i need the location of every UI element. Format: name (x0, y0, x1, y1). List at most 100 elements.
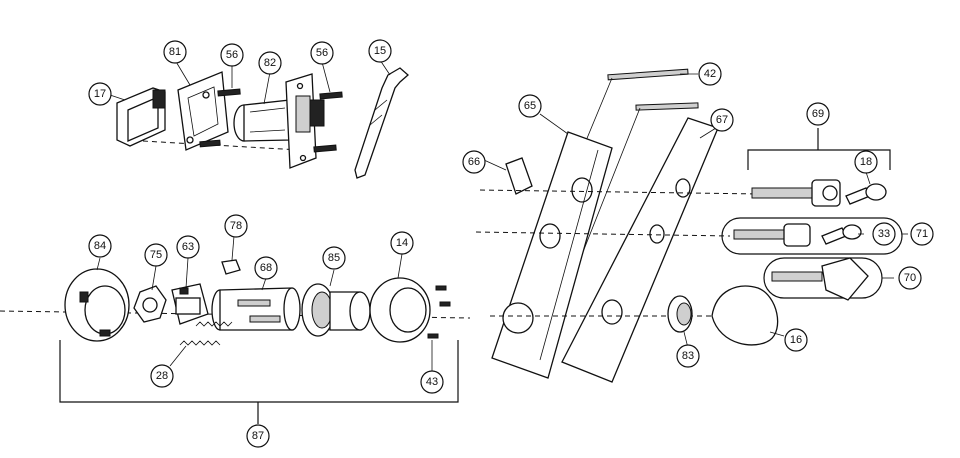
callout-17: 17 (88, 82, 112, 106)
part-66-bracket-clip (505, 157, 533, 195)
callout-number: 84 (94, 240, 106, 252)
callout-87: 87 (246, 424, 270, 448)
callout-15: 15 (368, 39, 392, 63)
callout-number: 67 (716, 114, 728, 126)
callout-65: 65 (518, 94, 542, 118)
callout-number: 28 (156, 370, 168, 382)
callout-circle (898, 266, 922, 290)
callout-circle (676, 344, 700, 368)
callout-circle (224, 214, 248, 238)
callout-83: 83 (676, 344, 700, 368)
callout-28: 28 (150, 364, 174, 388)
callout-85: 85 (322, 246, 346, 270)
callout-number: 82 (264, 57, 276, 69)
callout-33: 33 (872, 222, 896, 246)
callout-number: 33 (878, 228, 890, 240)
callout-56: 56 (220, 43, 244, 67)
callout-67: 67 (710, 108, 734, 132)
callout-63: 63 (176, 235, 200, 259)
callout-circle (462, 150, 486, 174)
callout-number: 42 (704, 68, 716, 80)
part-71-cylinder (733, 223, 811, 247)
callout-number: 56 (316, 47, 328, 59)
callout-number: 63 (182, 241, 194, 253)
callout-number: 85 (328, 252, 340, 264)
callout-78: 78 (224, 214, 248, 238)
group-69-bracket (747, 149, 891, 170)
part-14-outer-rose (369, 277, 431, 343)
callout-56: 56 (310, 41, 334, 65)
callout-number: 17 (94, 88, 106, 100)
callout-number: 69 (812, 108, 824, 120)
part-18-key (845, 183, 887, 205)
part-56-screws-right (313, 91, 343, 153)
callout-circle (258, 51, 282, 75)
part-33-key (821, 224, 862, 245)
callout-number: 81 (169, 46, 181, 58)
callout-number: 56 (226, 49, 238, 61)
part-70-thumbturn (771, 257, 869, 301)
callout-circle (144, 243, 168, 267)
callout-number: 18 (860, 156, 872, 168)
part-68-spindle (211, 287, 301, 331)
callout-number: 75 (150, 249, 162, 261)
part-15-spanner-wrench (354, 67, 409, 179)
callout-circle (88, 82, 112, 106)
callout-71: 71 (910, 222, 934, 246)
part-28-springs (179, 321, 233, 346)
callout-14: 14 (390, 231, 414, 255)
callout-circle (254, 256, 278, 280)
group-71-outline (721, 217, 903, 255)
callout-number: 83 (682, 350, 694, 362)
part-69-cylinder (751, 179, 841, 207)
callout-69: 69 (806, 102, 830, 126)
callout-circle (246, 424, 270, 448)
callout-number: 16 (790, 334, 802, 346)
callout-number: 15 (374, 45, 386, 57)
callout-circle (518, 94, 542, 118)
callout-number: 78 (230, 220, 242, 232)
callout-circle (710, 108, 734, 132)
callout-number: 68 (260, 262, 272, 274)
callout-circle (368, 39, 392, 63)
callout-circle (322, 246, 346, 270)
callout-66: 66 (462, 150, 486, 174)
part-85-bushing (301, 283, 371, 337)
callout-number: 65 (524, 100, 536, 112)
part-75-hex-nut (133, 285, 167, 323)
callout-number: 66 (468, 156, 480, 168)
part-43-screws (427, 285, 451, 339)
part-82-latch-frontplate (285, 73, 325, 169)
callout-16: 16 (784, 328, 808, 352)
callout-number: 43 (426, 376, 438, 388)
callout-number: 70 (904, 272, 916, 284)
callout-circle (176, 235, 200, 259)
part-81-strike-plate (177, 71, 229, 151)
part-84-cam-housing (64, 268, 130, 342)
part-78-clip (221, 259, 241, 275)
callout-18: 18 (854, 150, 878, 174)
callout-circle (220, 43, 244, 67)
callout-circle (854, 150, 878, 174)
callout-70: 70 (898, 266, 922, 290)
part-16-knob (711, 285, 779, 346)
latch-axis-line (124, 139, 301, 151)
callout-layer: 17 81 56 82 56 15 42 65 67 69 66 18 33 71 70 16 83 84 75 63… (88, 39, 934, 448)
callout-number: 87 (252, 430, 264, 442)
callout-circle (784, 328, 808, 352)
part-42-long-screws (607, 68, 699, 111)
callout-number: 71 (916, 228, 928, 240)
callout-number: 14 (396, 237, 408, 249)
axis-line-key-mid (475, 231, 731, 237)
callout-81: 81 (163, 40, 187, 64)
assembly-87-bracket (59, 340, 459, 403)
part-56-screws-left (199, 88, 241, 148)
part-83-threaded-bushing (667, 295, 693, 333)
callout-circle (390, 231, 414, 255)
callout-68: 68 (254, 256, 278, 280)
leader-lines (96, 59, 908, 372)
callout-circle (88, 234, 112, 258)
callout-circle (420, 370, 444, 394)
